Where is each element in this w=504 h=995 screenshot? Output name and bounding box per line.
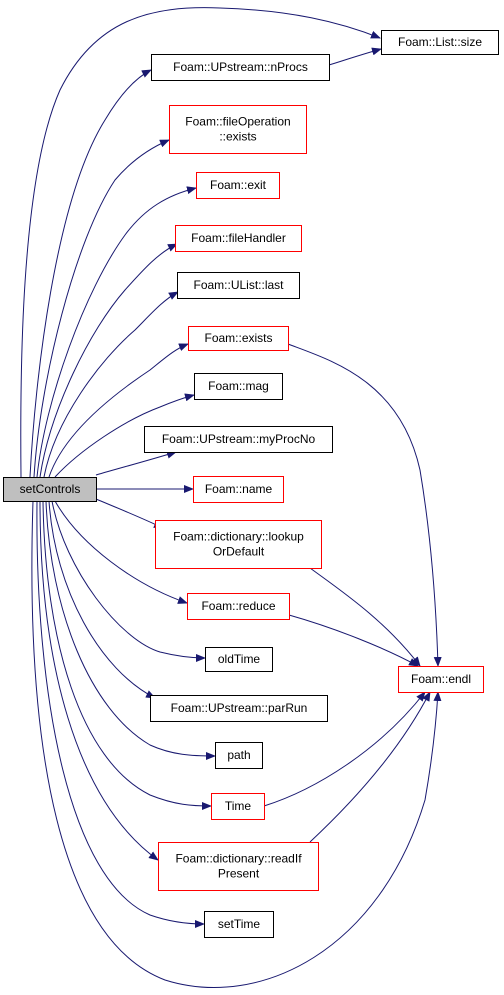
node-reduce[interactable]: Foam::reduce (187, 593, 290, 620)
edge-Time-to-endl (263, 691, 426, 807)
node-myProcNo[interactable]: Foam::UPstream::myProcNo (144, 426, 333, 453)
node-box (398, 666, 484, 693)
node-setControls[interactable]: setControls (3, 477, 97, 502)
node-label: Foam::dictionary::readIf (175, 852, 302, 866)
node-box (155, 520, 322, 569)
node-label: Foam::UPstream::myProcNo (162, 432, 316, 446)
edge-setControls-to-size (20, 7, 381, 478)
node-label: Foam::List::size (398, 35, 482, 49)
node-path[interactable]: path (215, 742, 263, 769)
edge-setControls-to-nProcs (29, 69, 152, 478)
node-fileHandler[interactable]: Foam::fileHandler (175, 225, 302, 252)
node-label: Foam::mag (208, 379, 269, 393)
node-exists[interactable]: Foam::exists (188, 326, 289, 351)
node-Time[interactable]: Time (211, 793, 265, 820)
node-setTime[interactable]: setTime (204, 911, 274, 938)
edge-exists-to-endl (287, 343, 442, 667)
node-oldTime[interactable]: oldTime (205, 647, 273, 672)
node-nProcs[interactable]: Foam::UPstream::nProcs (151, 54, 330, 81)
node-parRun[interactable]: Foam::UPstream::parRun (150, 695, 328, 722)
node-label: OrDefault (213, 545, 265, 559)
node-label: Time (225, 799, 252, 813)
graph-edges (20, 7, 442, 988)
edge-nProcs-to-size (328, 47, 382, 66)
edge-setControls-to-lookupOrDefault (95, 498, 164, 529)
node-box (194, 373, 283, 400)
node-label: Foam::fileHandler (191, 231, 286, 245)
edge-setControls-to-last (43, 291, 179, 478)
node-box (381, 30, 499, 55)
edge-setControls-to-fileOpExists (33, 139, 170, 478)
node-name[interactable]: Foam::name (193, 476, 284, 503)
graph-nodes: setControls Foam::List::sizeFoam::UPstrea… (3, 30, 499, 938)
node-label: path (227, 748, 250, 762)
node-label: Foam::endl (411, 672, 471, 686)
edge-setControls-to-setTime (36, 500, 205, 928)
node-box (205, 647, 273, 672)
node-box (169, 105, 307, 154)
edge-setControls-to-path (45, 500, 216, 760)
node-box (188, 326, 289, 351)
edge-setControls-to-fileHandler (39, 243, 178, 478)
node-mag[interactable]: Foam::mag (194, 373, 283, 400)
node-endl[interactable]: Foam::endl (398, 666, 484, 693)
edge-setControls-to-exists (48, 343, 189, 478)
node-label: oldTime (218, 652, 261, 666)
node-exit[interactable]: Foam::exit (196, 172, 280, 199)
node-box (187, 593, 290, 620)
node-box (211, 793, 265, 820)
node-fileOpExists[interactable]: Foam::fileOperation::exists (169, 105, 307, 154)
edge-setControls-to-exit (36, 186, 197, 478)
node-box (3, 477, 97, 502)
node-label: Foam::exists (204, 331, 272, 345)
node-box (177, 272, 300, 299)
edge-setControls-to-oldTime (51, 500, 206, 662)
edge-setControls-to-Time (42, 500, 212, 810)
node-last[interactable]: Foam::UList::last (177, 272, 300, 299)
node-label: ::exists (219, 130, 256, 144)
edge-setControls-to-parRun (48, 500, 156, 699)
edge-setControls-to-endl (31, 500, 442, 988)
node-label: Foam::UPstream::nProcs (173, 60, 308, 74)
node-box (204, 911, 274, 938)
edge-setControls-to-reduce (54, 500, 188, 604)
node-label: Foam::UPstream::parRun (171, 701, 308, 715)
edge-lookupOrDefault-to-endl (309, 567, 421, 667)
node-box (193, 476, 284, 503)
node-label: setTime (218, 917, 261, 931)
node-label: Foam::exit (210, 178, 267, 192)
node-box (175, 225, 302, 252)
edge-setControls-to-readIfPresent (39, 500, 159, 861)
node-label: Foam::name (205, 482, 273, 496)
node-label: Foam::reduce (201, 599, 275, 613)
edge-reduce-to-endl (288, 614, 419, 667)
node-label: Present (218, 867, 260, 881)
node-label: Foam::UList::last (193, 278, 284, 292)
edge-readIfPresent-to-endl (309, 691, 431, 843)
node-box (158, 842, 319, 891)
node-box (196, 172, 280, 199)
node-size[interactable]: Foam::List::size (381, 30, 499, 55)
edge-setControls-to-mag (54, 393, 195, 478)
node-box (151, 54, 330, 81)
edge-setControls-to-myProcNo (95, 450, 177, 476)
node-label: setControls (20, 482, 81, 496)
node-box (150, 695, 328, 722)
node-box (144, 426, 333, 453)
node-label: Foam::fileOperation (185, 115, 290, 129)
node-box (215, 742, 263, 769)
node-label: Foam::dictionary::lookup (173, 530, 304, 544)
